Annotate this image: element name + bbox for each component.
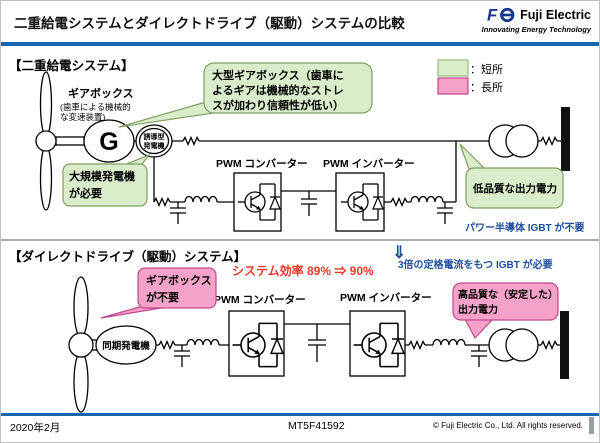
svg-text:が必要: が必要 bbox=[69, 186, 102, 200]
transformer-symbol bbox=[488, 124, 539, 158]
logo: F Fuji Electric Innovating Energy Techno… bbox=[482, 5, 591, 34]
gearbox-label: ギアボックス bbox=[68, 86, 134, 100]
resistor bbox=[182, 136, 200, 146]
inductor bbox=[432, 338, 466, 346]
svg-text:大型ギアボックス（歯車に: 大型ギアボックス（歯車に bbox=[212, 68, 344, 82]
capacitor bbox=[173, 344, 191, 368]
capacitor bbox=[436, 201, 454, 225]
callout-low-quality-output: 低品質な出力電力 bbox=[459, 143, 564, 209]
logo-tagline: Innovating Energy Technology bbox=[481, 25, 591, 34]
comparison-diagram: 【二重給電システム】 【ダイレクトドライブ（駆動）システム】 ：短所 ：長所 G bbox=[1, 58, 599, 413]
resistor bbox=[540, 340, 558, 350]
logo-brand: Fuji Electric bbox=[520, 8, 591, 22]
inductor bbox=[184, 195, 218, 203]
grid-bus-bar bbox=[561, 107, 570, 171]
callout-high-quality-output: 高品質な（安定した） 出力電力 bbox=[452, 282, 559, 340]
transformer-symbol bbox=[488, 328, 539, 362]
svg-text:ギアボックス: ギアボックス bbox=[146, 273, 212, 287]
footer-copyright: © Fuji Electric Co., Ltd. All rights res… bbox=[433, 421, 583, 430]
dc-link-capacitor bbox=[308, 324, 326, 362]
svg-text:誘導型: 誘導型 bbox=[144, 132, 165, 141]
system2-circuit: 同期発電機 PWM コンバーター PWM インバーター ギアボック bbox=[68, 267, 569, 413]
system1-heading: 【二重給電システム】 bbox=[9, 58, 134, 73]
callout-no-gearbox: ギアボックス が不要 bbox=[100, 267, 217, 319]
pwm-inverter-label: PWM インバーター bbox=[323, 158, 415, 170]
legend-swatch-long bbox=[437, 77, 469, 95]
note-igbt-not-needed: パワー半導体 IGBT が不要 bbox=[465, 221, 584, 234]
system1-circuit: G 誘導型 発電機 bbox=[35, 62, 570, 232]
fuji-electric-logo-icon: F bbox=[487, 5, 515, 24]
wire bbox=[153, 140, 489, 202]
synchronous-generator-label: 同期発電機 bbox=[102, 340, 150, 352]
inductor bbox=[186, 338, 220, 346]
system2-heading: 【ダイレクトドライブ（駆動）システム】 bbox=[9, 249, 246, 264]
resistor bbox=[390, 197, 408, 207]
footer-doc-id: MT5F41592 bbox=[288, 420, 345, 432]
capacitor bbox=[169, 201, 187, 225]
svg-text:な変速装置): な変速装置) bbox=[60, 112, 106, 122]
legend-label-short: ：短所 bbox=[470, 62, 503, 76]
induction-generator-symbol: 誘導型 発電機 bbox=[135, 124, 173, 158]
footer-date: 2020年2月 bbox=[10, 422, 61, 434]
dc-link-capacitor bbox=[301, 191, 317, 216]
pwm-inverter-label: PWM インバーター bbox=[340, 292, 432, 304]
svg-text:スが加わり信頼性が低い）: スが加わり信頼性が低い） bbox=[212, 98, 344, 112]
note-igbt-needed: 3倍の定格電流をもつ IGBT が必要 bbox=[398, 258, 553, 271]
inductor bbox=[410, 195, 444, 203]
resistor bbox=[408, 340, 426, 350]
svg-text:発電機: 発電機 bbox=[143, 141, 165, 150]
page-title: 二重給電システムとダイレクトドライブ（駆動）システムの比較 bbox=[14, 16, 405, 31]
legend: ：短所 ：長所 bbox=[437, 59, 503, 95]
svg-text:(歯車による機械的: (歯車による機械的 bbox=[60, 102, 131, 112]
legend-swatch-short bbox=[437, 59, 469, 77]
svg-text:低品質な出力電力: 低品質な出力電力 bbox=[472, 182, 557, 195]
callout-large-gearbox: 大型ギアボックス（歯車に よるギアは機械的なストレ スが加わり信頼性が低い） bbox=[118, 62, 373, 128]
down-arrow-icon: ⇓ bbox=[392, 243, 406, 262]
footer-tick bbox=[589, 417, 594, 434]
svg-text:出力電力: 出力電力 bbox=[458, 303, 498, 316]
pwm-converter-label: PWM コンバーター bbox=[214, 294, 306, 306]
resistor bbox=[540, 136, 558, 146]
header-divider bbox=[1, 42, 599, 46]
resistor bbox=[153, 197, 171, 207]
svg-text:よるギアは機械的なストレ: よるギアは機械的なストレ bbox=[212, 83, 344, 97]
svg-text:F: F bbox=[487, 5, 498, 24]
callout-large-generator: 大規模発電機 が必要 bbox=[62, 153, 151, 207]
wind-turbine-icon bbox=[68, 276, 98, 413]
capacitor bbox=[470, 344, 488, 368]
pwm-converter-label: PWM コンバーター bbox=[216, 158, 308, 170]
svg-text:が不要: が不要 bbox=[146, 290, 179, 304]
svg-text:大規模発電機: 大規模発電機 bbox=[69, 169, 135, 183]
legend-label-long: ：長所 bbox=[470, 81, 503, 94]
footer-divider bbox=[1, 413, 599, 416]
svg-text:高品質な（安定した）: 高品質な（安定した） bbox=[458, 288, 558, 301]
wind-turbine-icon bbox=[35, 71, 85, 211]
gearbox-symbol-letter: G bbox=[99, 128, 118, 156]
resistor bbox=[158, 340, 176, 350]
grid-bus-bar bbox=[560, 311, 569, 379]
note-efficiency: システム効率 89% ⇒ 90% bbox=[232, 263, 374, 278]
